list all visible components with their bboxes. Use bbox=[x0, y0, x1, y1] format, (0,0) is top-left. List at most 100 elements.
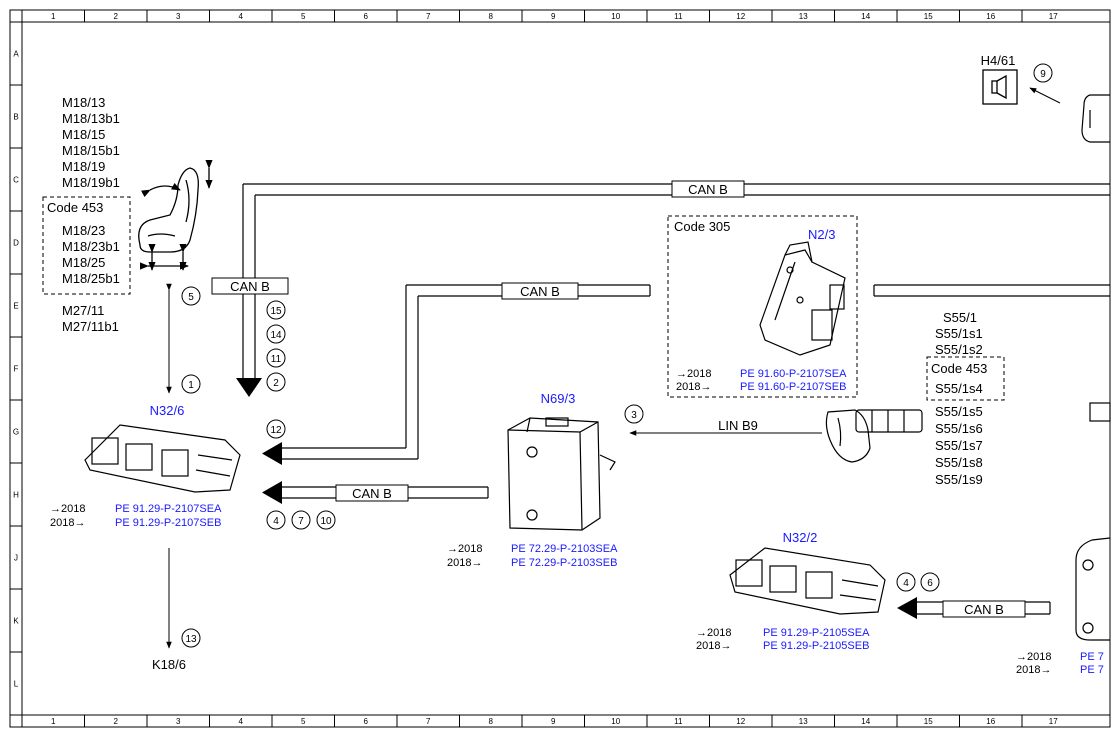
callout-number: 3 bbox=[631, 410, 637, 421]
grid-column-label: 7 bbox=[426, 12, 431, 21]
callout-number: 6 bbox=[927, 578, 933, 589]
ref-link[interactable]: PE 91.29-P-2105SEA bbox=[763, 627, 870, 639]
can-b-mid-label: CAN B bbox=[520, 284, 560, 299]
grid-column-label: 16 bbox=[986, 717, 995, 726]
grid-column-label: 9 bbox=[551, 12, 556, 21]
motor-label: M18/23 bbox=[62, 223, 105, 238]
ref-prefix: →2018 bbox=[50, 503, 85, 515]
ref-link[interactable]: PE 91.29-P-2105SEB bbox=[763, 640, 869, 652]
bus-label-boxes bbox=[211, 180, 1026, 618]
ref-link[interactable]: PE 91.29-P-2107SEA bbox=[115, 503, 222, 515]
callout-number: 15 bbox=[270, 306, 282, 317]
n32-2-references: →2018 PE 91.29-P-2105SEA 2018→ PE 91.29-… bbox=[696, 627, 870, 652]
ref-prefix: 2018→ bbox=[447, 557, 482, 569]
callout-number: 9 bbox=[1040, 69, 1046, 80]
can-b-top-label: CAN B bbox=[688, 182, 728, 197]
switch-label: S55/1s9 bbox=[935, 472, 983, 487]
n32-6-references: →2018 PE 91.29-P-2107SEA 2018→ PE 91.29-… bbox=[50, 503, 222, 529]
switch-label: S55/1s2 bbox=[935, 342, 983, 357]
callout-numbers: 9 5 15 14 11 2 1 12 3 4 7 10 4 6 13 bbox=[185, 69, 1046, 645]
grid-column-label: 13 bbox=[799, 12, 808, 21]
ref-link[interactable]: PE 72.29-P-2103SEA bbox=[511, 543, 618, 555]
code-305-label: Code 305 bbox=[674, 219, 730, 234]
h4-61-label: H4/61 bbox=[981, 53, 1016, 68]
switch-label: S55/1s4 bbox=[935, 381, 983, 396]
ref-prefix: →2018 bbox=[1016, 651, 1051, 663]
grid-column-label: 8 bbox=[489, 12, 494, 21]
callout-number: 14 bbox=[270, 330, 282, 341]
n2-3-label: N2/3 bbox=[808, 227, 835, 242]
grid-row-label: E bbox=[13, 302, 18, 311]
k18-6-label: K18/6 bbox=[152, 657, 186, 672]
can-b-n32-2-label: CAN B bbox=[964, 602, 1004, 617]
switch-list: S55/1 S55/1s1 S55/1s2 Code 453 S55/1s4 S… bbox=[926, 310, 1005, 487]
grid-column-label: 15 bbox=[924, 12, 933, 21]
can-b-left-label: CAN B bbox=[230, 279, 270, 294]
ref-link[interactable]: PE 91.29-P-2107SEB bbox=[115, 517, 221, 529]
grid-column-label: 17 bbox=[1049, 717, 1058, 726]
ref-prefix: 2018→ bbox=[676, 381, 711, 393]
ref-prefix: 2018→ bbox=[1016, 664, 1051, 676]
motor-label: M18/15 bbox=[62, 127, 105, 142]
grid-row-label: F bbox=[14, 365, 19, 374]
grid-column-label: 15 bbox=[924, 717, 933, 726]
grid-column-label: 14 bbox=[861, 12, 870, 21]
callout-number: 5 bbox=[188, 292, 194, 303]
code-305-box bbox=[667, 215, 858, 398]
grid-column-label: 6 bbox=[364, 12, 369, 21]
callout-number: 1 bbox=[188, 380, 194, 391]
bus-lines bbox=[242, 183, 1110, 615]
switch-label: S55/1s6 bbox=[935, 421, 983, 436]
callout-number: 10 bbox=[320, 516, 332, 527]
grid-row-label: H bbox=[13, 491, 19, 500]
can-b-n32-6-label: CAN B bbox=[352, 486, 392, 501]
callouts bbox=[181, 63, 1053, 648]
callout-number: 13 bbox=[185, 634, 197, 645]
lin-b9-label: LIN B9 bbox=[718, 418, 758, 433]
ref-link[interactable]: PE 91.60-P-2107SEB bbox=[740, 381, 846, 393]
motor-label: M18/25 bbox=[62, 255, 105, 270]
right-references: →2018 PE 7 2018→ PE 7 bbox=[1016, 651, 1104, 676]
grid-row-label: A bbox=[13, 50, 19, 59]
ref-prefix: 2018→ bbox=[696, 640, 731, 652]
code-453-box-switches bbox=[926, 356, 1005, 401]
ref-prefix: 2018→ bbox=[50, 517, 85, 529]
grid-row-label: J bbox=[14, 554, 18, 563]
motor-label: M18/19b1 bbox=[62, 175, 120, 190]
n32-6-module-icon bbox=[84, 424, 241, 493]
callout-number: 7 bbox=[298, 516, 304, 527]
callout-number: 12 bbox=[270, 425, 282, 436]
ref-link[interactable]: PE 91.60-P-2107SEA bbox=[740, 368, 847, 380]
grid-row-label: D bbox=[13, 239, 19, 248]
motor-label: M18/25b1 bbox=[62, 271, 120, 286]
seat-icon bbox=[138, 159, 213, 271]
grid-row-label: G bbox=[13, 428, 19, 437]
ref-link[interactable]: PE 72.29-P-2103SEB bbox=[511, 557, 617, 569]
ref-link[interactable]: PE 7 bbox=[1080, 664, 1104, 676]
grid-column-label: 3 bbox=[176, 12, 181, 21]
grid-row-label: L bbox=[14, 680, 19, 689]
code-453-label: Code 453 bbox=[931, 361, 987, 376]
ref-prefix: →2018 bbox=[447, 543, 482, 555]
ref-prefix: →2018 bbox=[696, 627, 731, 639]
ref-link[interactable]: PE 7 bbox=[1080, 651, 1104, 663]
n32-6-label: N32/6 bbox=[150, 403, 185, 418]
motor-label: M27/11b1 bbox=[62, 319, 119, 334]
callout-number: 4 bbox=[273, 516, 279, 527]
grid-column-label: 12 bbox=[736, 12, 745, 21]
grid-column-label: 13 bbox=[799, 717, 808, 726]
grid-row-label: B bbox=[13, 113, 18, 122]
grid-column-label: 4 bbox=[239, 12, 244, 21]
code-453-label: Code 453 bbox=[47, 200, 103, 215]
motor-label: M18/15b1 bbox=[62, 143, 120, 158]
switch-label: S55/1 bbox=[943, 310, 977, 325]
code-453-box-motors bbox=[42, 196, 131, 295]
n2-3-references: →2018 PE 91.60-P-2107SEA 2018→ PE 91.60-… bbox=[676, 368, 847, 393]
grid-column-label: 10 bbox=[611, 717, 620, 726]
grid-column-label: 4 bbox=[239, 717, 244, 726]
n2-3-module-icon bbox=[759, 241, 846, 356]
bus-arrowheads bbox=[236, 378, 917, 619]
